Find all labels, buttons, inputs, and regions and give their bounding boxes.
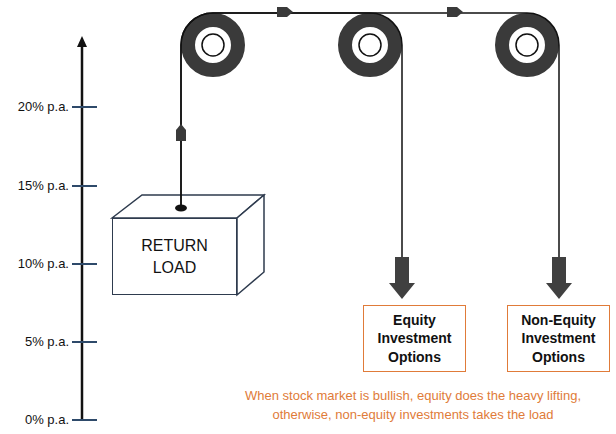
tick	[72, 419, 97, 421]
tick	[72, 106, 97, 108]
pulley-hub	[202, 34, 224, 56]
pulley-hub	[359, 34, 381, 56]
tick	[72, 263, 97, 265]
node-text: RETURN LOAD	[123, 235, 226, 278]
block-arrowhead	[546, 257, 572, 299]
axis-label: 10% p.a.	[18, 256, 69, 271]
value-axis	[77, 36, 87, 420]
pulleys	[188, 20, 552, 70]
note-text: When stock market is bullish, equity doe…	[222, 387, 604, 425]
load-box: RETURN LOAD	[112, 218, 237, 295]
direction-marker	[176, 124, 186, 141]
node-text-group: Non-Equity Investment Options	[514, 311, 603, 366]
tick	[72, 185, 97, 187]
rope-connector	[181, 13, 572, 299]
axis-label: 20% p.a.	[18, 99, 69, 114]
rope-anchor	[175, 205, 187, 212]
axis-line	[81, 46, 84, 420]
box-side-face	[237, 195, 264, 295]
node-text: Non-Equity Investment Options	[514, 311, 603, 366]
option-box: Equity Investment Options	[363, 305, 466, 372]
axis-label: 0% p.a.	[25, 412, 69, 427]
rope	[181, 13, 559, 257]
axis-ticks	[72, 107, 97, 420]
axis-label: 5% p.a.	[25, 334, 69, 349]
tick	[72, 341, 97, 343]
axis-label: 15% p.a.	[18, 178, 69, 193]
direction-marker	[447, 7, 463, 17]
node-text-group: Equity Investment Options	[370, 311, 459, 366]
pulley	[188, 20, 238, 70]
pulley	[502, 20, 552, 70]
node-text: Equity Investment Options	[370, 311, 459, 366]
node-text-group: RETURN LOAD	[123, 235, 226, 278]
load-box-3d	[112, 195, 264, 295]
option-box: Non-Equity Investment Options	[507, 305, 610, 372]
axis-arrowhead	[77, 36, 87, 47]
pulley-hub	[516, 34, 538, 56]
direction-marker	[277, 7, 293, 17]
pulley	[345, 20, 395, 70]
block-arrowhead	[389, 257, 415, 299]
